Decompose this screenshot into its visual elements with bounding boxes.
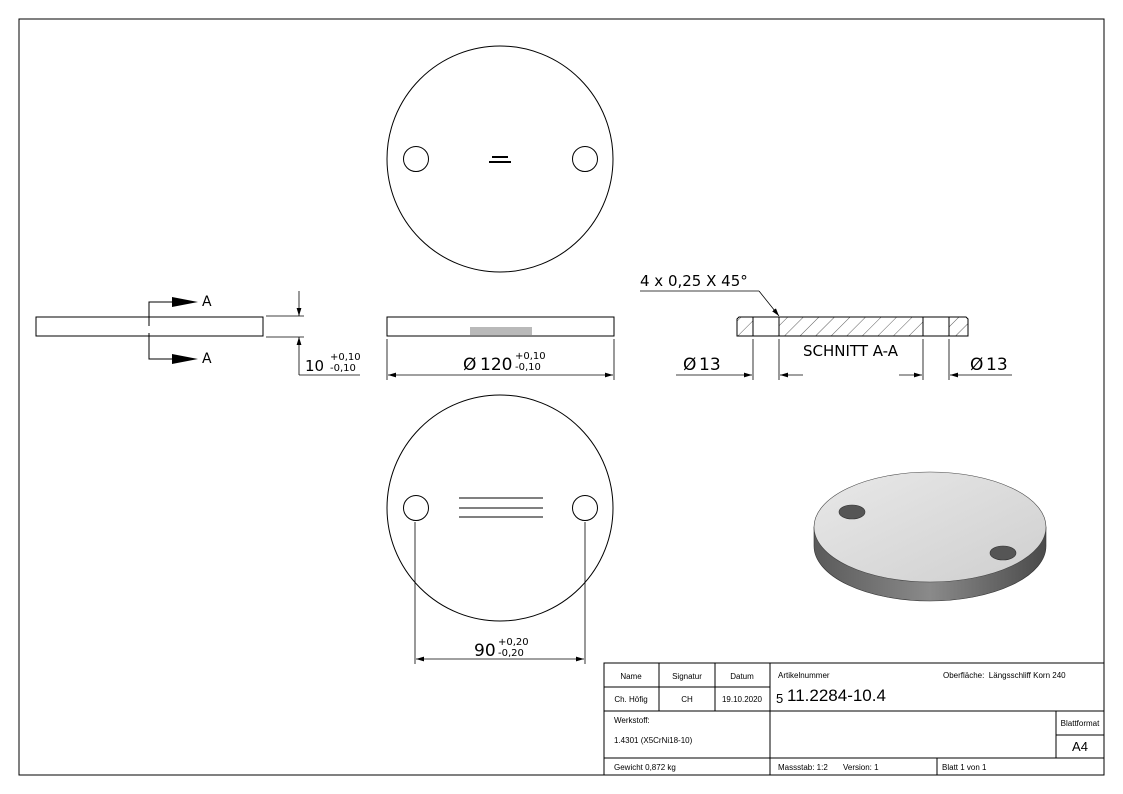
tb-article-prefix: 5	[776, 691, 783, 706]
front-side-view	[386, 316, 615, 337]
hole-spacing-dimension: 90 +0,20 -0,20	[414, 522, 586, 664]
left-side-view: A A	[35, 294, 264, 367]
section-hole-right	[922, 316, 950, 337]
tb-weight: Gewicht 0,872 kg	[614, 763, 676, 772]
tb-material-label: Werkstoff:	[614, 716, 650, 725]
plate-outline-top	[386, 45, 614, 273]
hole-left-symbol: Ø	[683, 355, 696, 375]
tb-signature-header: Signatur	[672, 672, 702, 681]
top-view	[386, 45, 614, 273]
thickness-tol-minus: -0,10	[330, 363, 356, 374]
section-title: SCHNITT A-A	[803, 342, 899, 360]
title-block	[603, 662, 1105, 776]
tb-signature: CH	[681, 695, 693, 704]
engraving-mark-top	[492, 156, 508, 158]
plate-side-front	[386, 316, 615, 337]
section-line-upper	[148, 301, 176, 326]
section-hole-left	[752, 316, 780, 337]
section-line-lower	[148, 333, 176, 360]
section-arrow-lower	[172, 354, 198, 364]
hole-right-symbol: Ø	[970, 355, 983, 375]
chamfer-note: 4 x 0,25 X 45°	[640, 272, 748, 290]
title-block-text: Name Signatur Datum Ch. Höfig CH 19.10.2…	[614, 671, 1100, 772]
tb-version: Version: 1	[843, 763, 879, 772]
plate-outline-bottom	[386, 394, 614, 622]
tb-scale: Massstab: 1:2	[778, 763, 828, 772]
bottom-view	[386, 394, 614, 622]
section-view: 4 x 0,25 X 45° SCHNITT A-A Ø 13 Ø 13	[640, 272, 1012, 380]
tb-sheet-format: A4	[1072, 739, 1088, 754]
hole-right-top	[572, 146, 598, 172]
thickness-tol-plus: +0,10	[330, 352, 361, 363]
hole-right-bottom	[572, 495, 598, 521]
tb-sheet-format-label: Blattformat	[1061, 719, 1100, 728]
hole-spacing-value: 90	[474, 641, 496, 661]
hole-left-value: 13	[699, 355, 721, 375]
hole-spacing-tol-minus: -0,20	[498, 648, 524, 659]
iso-hole-right	[989, 545, 1017, 561]
hole-right-value: 13	[986, 355, 1008, 375]
diameter-value: 120	[480, 355, 512, 375]
section-arrow-upper	[172, 297, 198, 307]
tb-material: 1.4301 (X5CrNi18-10)	[614, 736, 693, 745]
hole-left-top	[403, 146, 429, 172]
section-label-lower: A	[202, 351, 212, 367]
diameter-dimension: Ø 120 +0,10 -0,10	[386, 339, 615, 380]
diameter-tol-minus: -0,10	[515, 362, 541, 373]
drawing-frame	[18, 18, 1105, 776]
section-label-upper: A	[202, 294, 212, 310]
tb-name: Ch. Höfig	[614, 695, 647, 704]
tb-date-header: Datum	[730, 672, 754, 681]
diameter-symbol: Ø	[463, 355, 476, 375]
tb-article-number: 11.2284-10.4	[787, 686, 886, 705]
iso-hole-left	[838, 504, 866, 520]
thickness-dimension: 10 +0,10 -0,10	[266, 291, 361, 376]
section-hatched-body	[778, 316, 924, 337]
engraving-mark-top-2	[489, 161, 511, 163]
tb-article-label: Artikelnummer	[778, 671, 830, 680]
thickness-value: 10	[305, 357, 324, 375]
isometric-view	[813, 471, 1047, 602]
section-hatched-left	[736, 316, 754, 337]
tb-name-header: Name	[620, 672, 642, 681]
diameter-tol-plus: +0,10	[515, 351, 546, 362]
section-hatched-right	[948, 316, 969, 337]
tb-date: 19.10.2020	[722, 695, 763, 704]
hole-left-bottom	[403, 495, 429, 521]
tb-surface: Oberfläche: Längsschliff Korn 240	[943, 671, 1066, 680]
hole-spacing-tol-plus: +0,20	[498, 637, 529, 648]
tb-sheet: Blatt 1 von 1	[942, 763, 987, 772]
iso-top-face	[813, 471, 1047, 583]
